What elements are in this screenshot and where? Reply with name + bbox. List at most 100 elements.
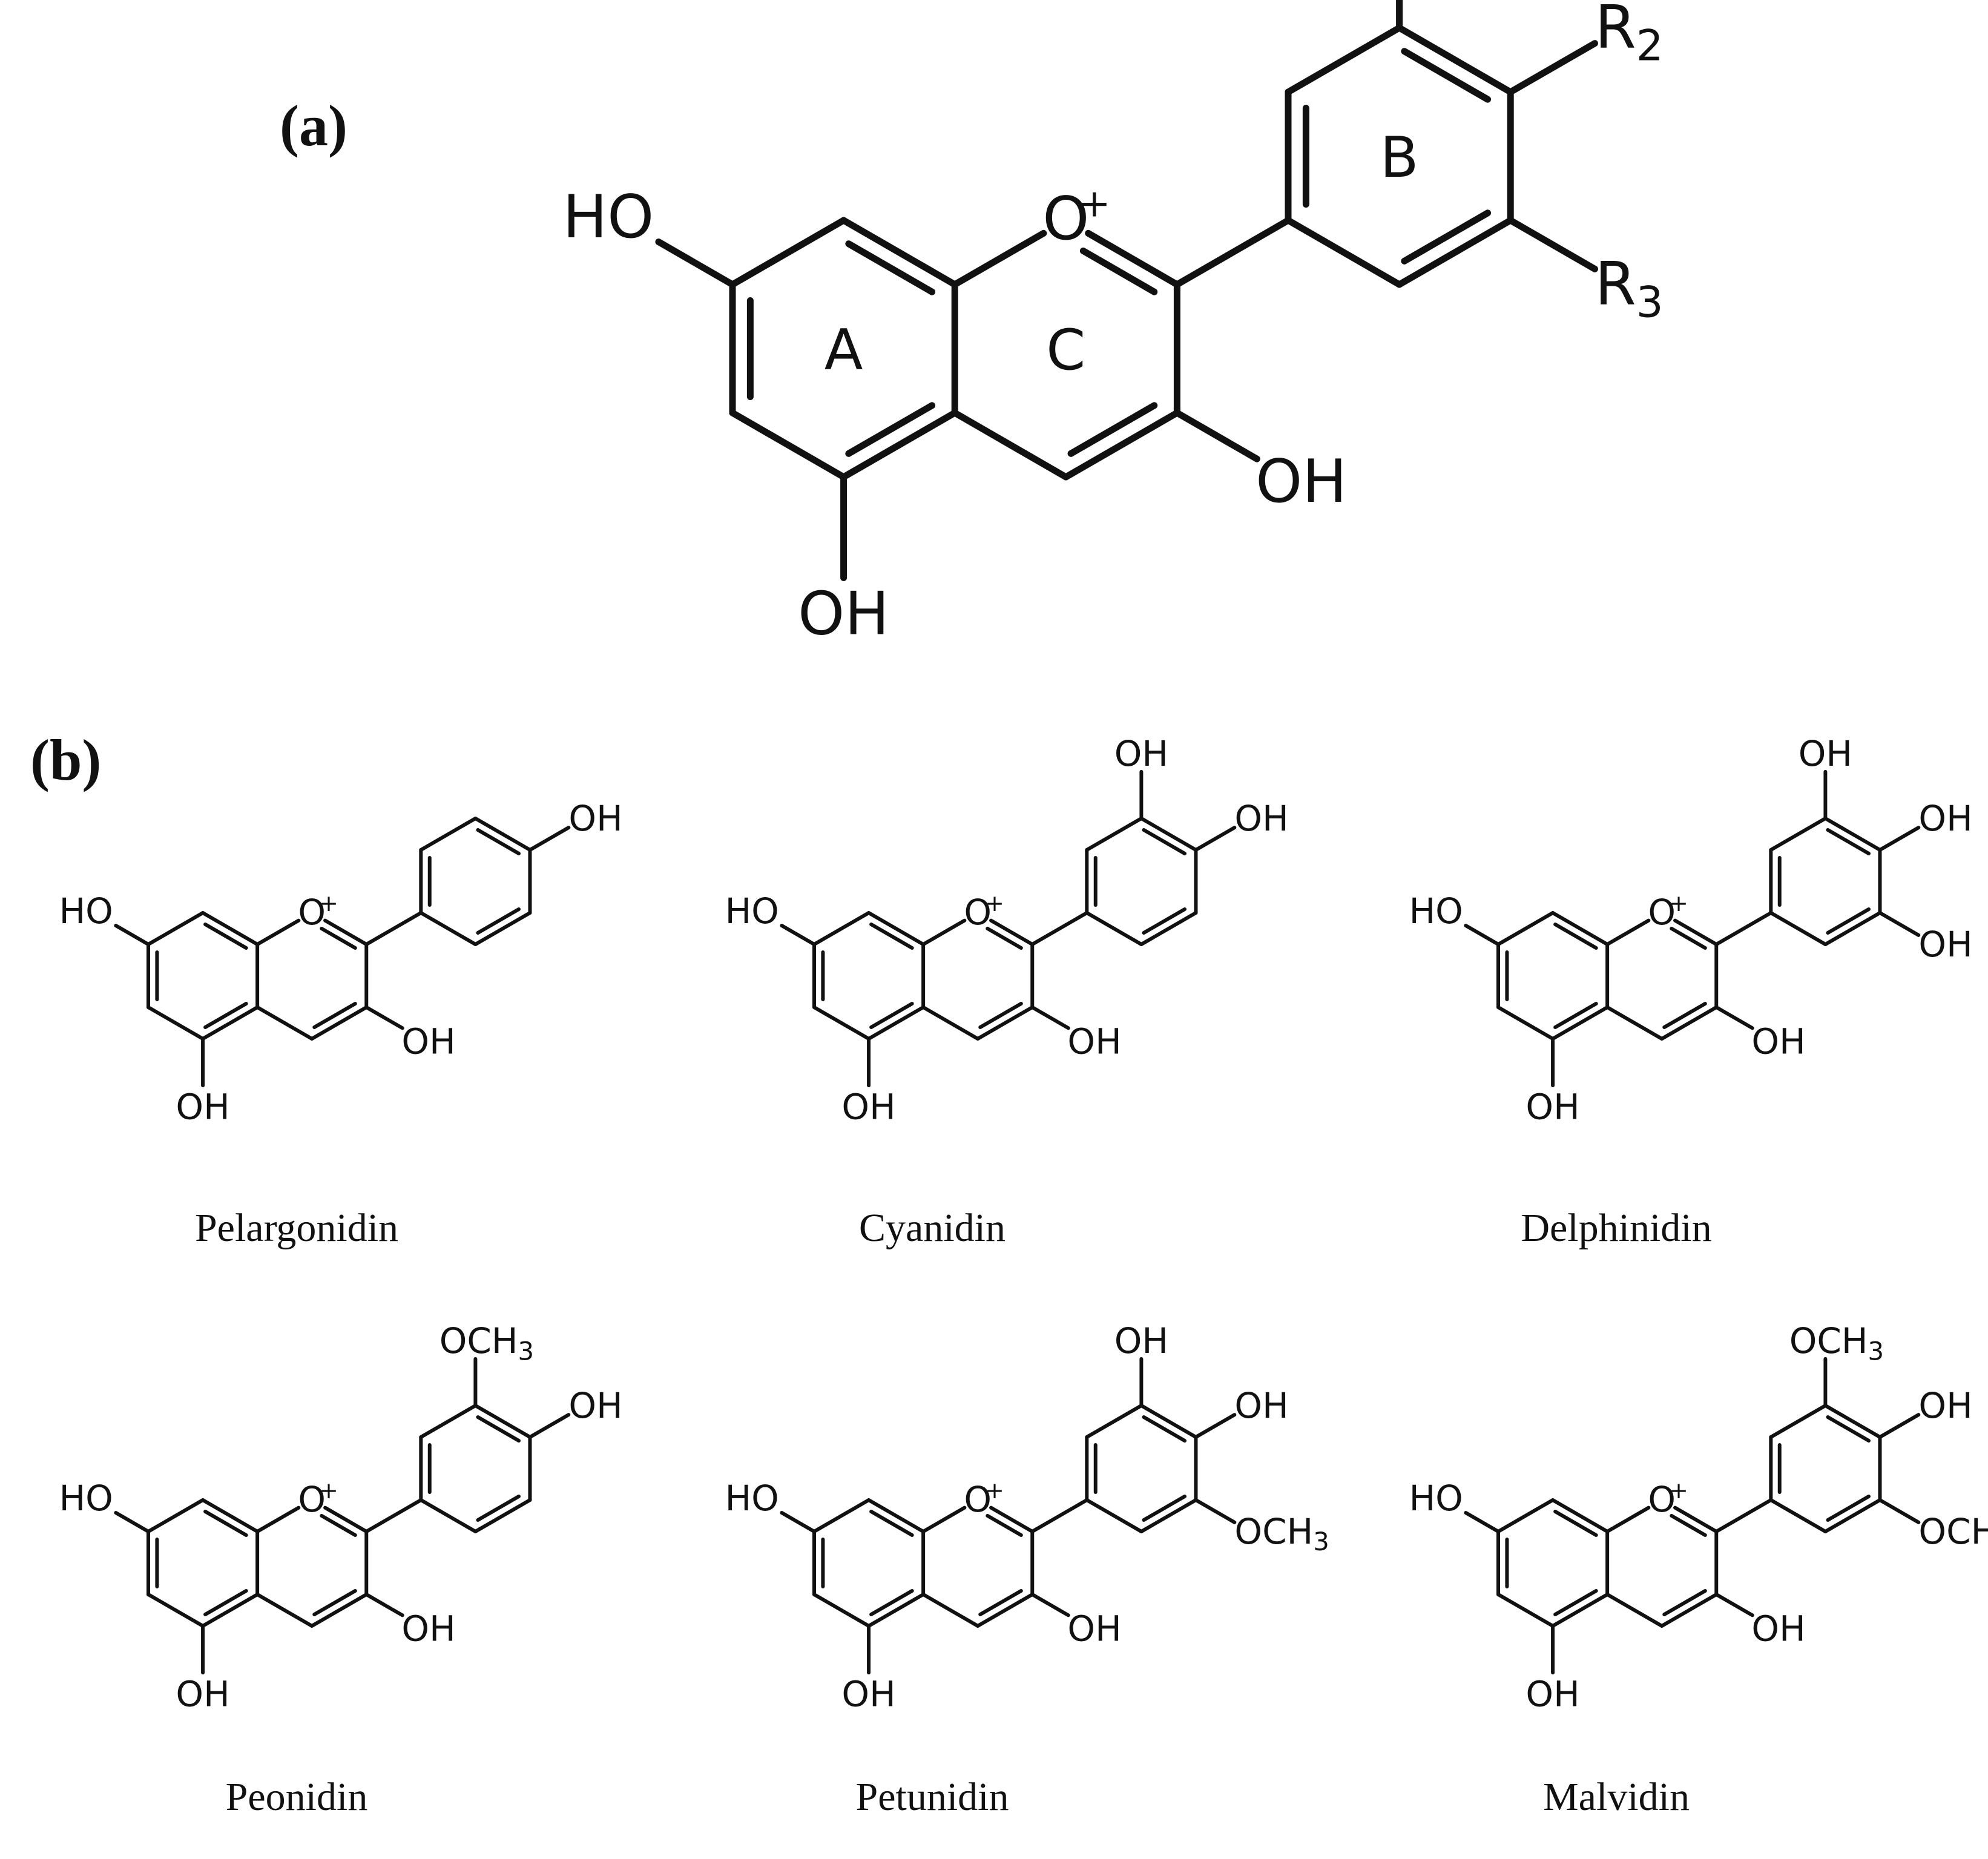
bond-line	[1085, 1498, 1144, 1533]
double-bond-line	[476, 828, 521, 855]
hydroxyl-3-label: OH	[1751, 1021, 1805, 1062]
bond-line	[310, 1005, 369, 1041]
double-bond-line	[1553, 1589, 1598, 1617]
ring-oxygen-label: O	[1042, 185, 1089, 254]
bond-line	[419, 1404, 478, 1439]
double-bond-line	[1826, 1415, 1871, 1443]
double-bond-line	[1670, 1513, 1707, 1537]
bond-line	[1714, 911, 1773, 946]
double-bond-line	[869, 1509, 914, 1537]
double-bond-line	[312, 1002, 357, 1030]
bond-line	[867, 1593, 926, 1628]
bond-line	[1605, 1593, 1664, 1628]
positive-charge-label: +	[985, 1477, 1004, 1504]
ring-oxygen-label: O	[298, 1479, 326, 1520]
double-bond-line	[476, 907, 521, 935]
double-bond-line	[1553, 922, 1598, 950]
double-bond-line	[320, 1513, 357, 1537]
ring-oxygen-label: O	[964, 892, 992, 933]
substituent-r1-label: OH	[1114, 733, 1168, 774]
bond-line	[1823, 911, 1882, 946]
double-bond-line	[986, 926, 1023, 950]
bond-line	[201, 1498, 260, 1533]
ring-oxygen-label: O	[298, 892, 326, 933]
positive-charge-label: +	[319, 890, 338, 916]
bond-line	[812, 1005, 871, 1041]
bond-line	[473, 817, 532, 852]
double-bond-line	[1142, 907, 1187, 935]
bond-line	[1496, 1593, 1555, 1628]
substituent-r2-label: R2	[1595, 0, 1664, 70]
double-bond-line	[312, 1589, 357, 1617]
bond-line	[1062, 409, 1180, 481]
ring-oxygen-label: O	[1648, 1479, 1676, 1520]
bond-line	[1507, 40, 1598, 96]
bond-line	[921, 1593, 980, 1628]
panel-b-compound-grid: O+HOOHOHOHPelargonidinO+HOOHOHOHOHCyanid…	[59, 733, 1988, 1819]
hydroxyl-5-label: OH	[798, 580, 889, 649]
bond-line	[1605, 1505, 1651, 1533]
compound-name-label: Peonidin	[226, 1775, 368, 1819]
double-bond-line	[845, 402, 936, 457]
bond-line	[255, 1593, 314, 1628]
substituent-r3-label: R3	[1595, 250, 1664, 327]
bond-line	[201, 1593, 260, 1628]
bond-line	[473, 1498, 532, 1533]
double-bond-line	[869, 922, 914, 950]
bond-line	[1085, 1404, 1144, 1439]
substituent-r3-label: OH	[1918, 924, 1972, 965]
bond-line	[976, 1005, 1035, 1041]
bond-line	[473, 1404, 532, 1439]
substituent-r2-label: OH	[1918, 798, 1972, 839]
double-bond-line	[978, 1589, 1023, 1617]
bond-line	[1139, 1498, 1198, 1533]
bond-line	[1823, 817, 1882, 852]
double-bond-line	[986, 1513, 1023, 1537]
bond-line	[921, 918, 967, 946]
bond-line	[989, 1505, 1035, 1533]
substituent-r2-label: OH	[568, 1385, 622, 1426]
bond-line	[201, 911, 260, 946]
bond-line	[729, 217, 848, 288]
double-bond-line	[476, 1495, 521, 1522]
bond-line	[1878, 826, 1921, 852]
bond-line	[1823, 1498, 1882, 1533]
bond-line	[1660, 1593, 1719, 1628]
bond-line	[1030, 1005, 1070, 1030]
ring-c-label: C	[1046, 317, 1085, 383]
bond-line	[1769, 817, 1828, 852]
double-bond-line	[845, 240, 936, 295]
bond-line	[1396, 217, 1514, 288]
double-bond-line	[203, 922, 248, 950]
bond-line	[921, 1005, 980, 1041]
hydroxyl-7-label: HO	[1409, 890, 1463, 932]
bond-line	[1673, 1505, 1719, 1533]
positive-charge-label: +	[1078, 182, 1110, 226]
double-bond-line	[1826, 828, 1871, 855]
hydroxyl-7-label: HO	[725, 890, 779, 932]
positive-charge-label: +	[985, 890, 1004, 916]
bond-line	[1551, 911, 1610, 946]
substituent-r2-label: OH	[1234, 1385, 1288, 1426]
double-bond-line	[869, 1589, 914, 1617]
bond-line	[255, 918, 301, 946]
bond-line	[1194, 826, 1237, 852]
double-bond-line	[869, 1002, 914, 1030]
bond-line	[528, 826, 571, 852]
ring-b-label: B	[1380, 125, 1419, 190]
hydroxyl-3-label: OH	[401, 1608, 455, 1650]
ring-oxygen-label: O	[964, 1479, 992, 1520]
bond-line	[1030, 1498, 1089, 1533]
bond-line	[1464, 1511, 1500, 1533]
double-bond-line	[1553, 1509, 1598, 1537]
compound-name-label: Cyanidin	[859, 1206, 1006, 1250]
double-bond-line	[1401, 48, 1492, 103]
hydroxyl-3-label: OH	[1067, 1021, 1121, 1062]
bond-line	[419, 911, 478, 946]
positive-charge-label: +	[1669, 1477, 1688, 1504]
double-bond-line	[1142, 1495, 1187, 1522]
double-bond-line	[1826, 907, 1871, 935]
bond-line	[1605, 918, 1651, 946]
